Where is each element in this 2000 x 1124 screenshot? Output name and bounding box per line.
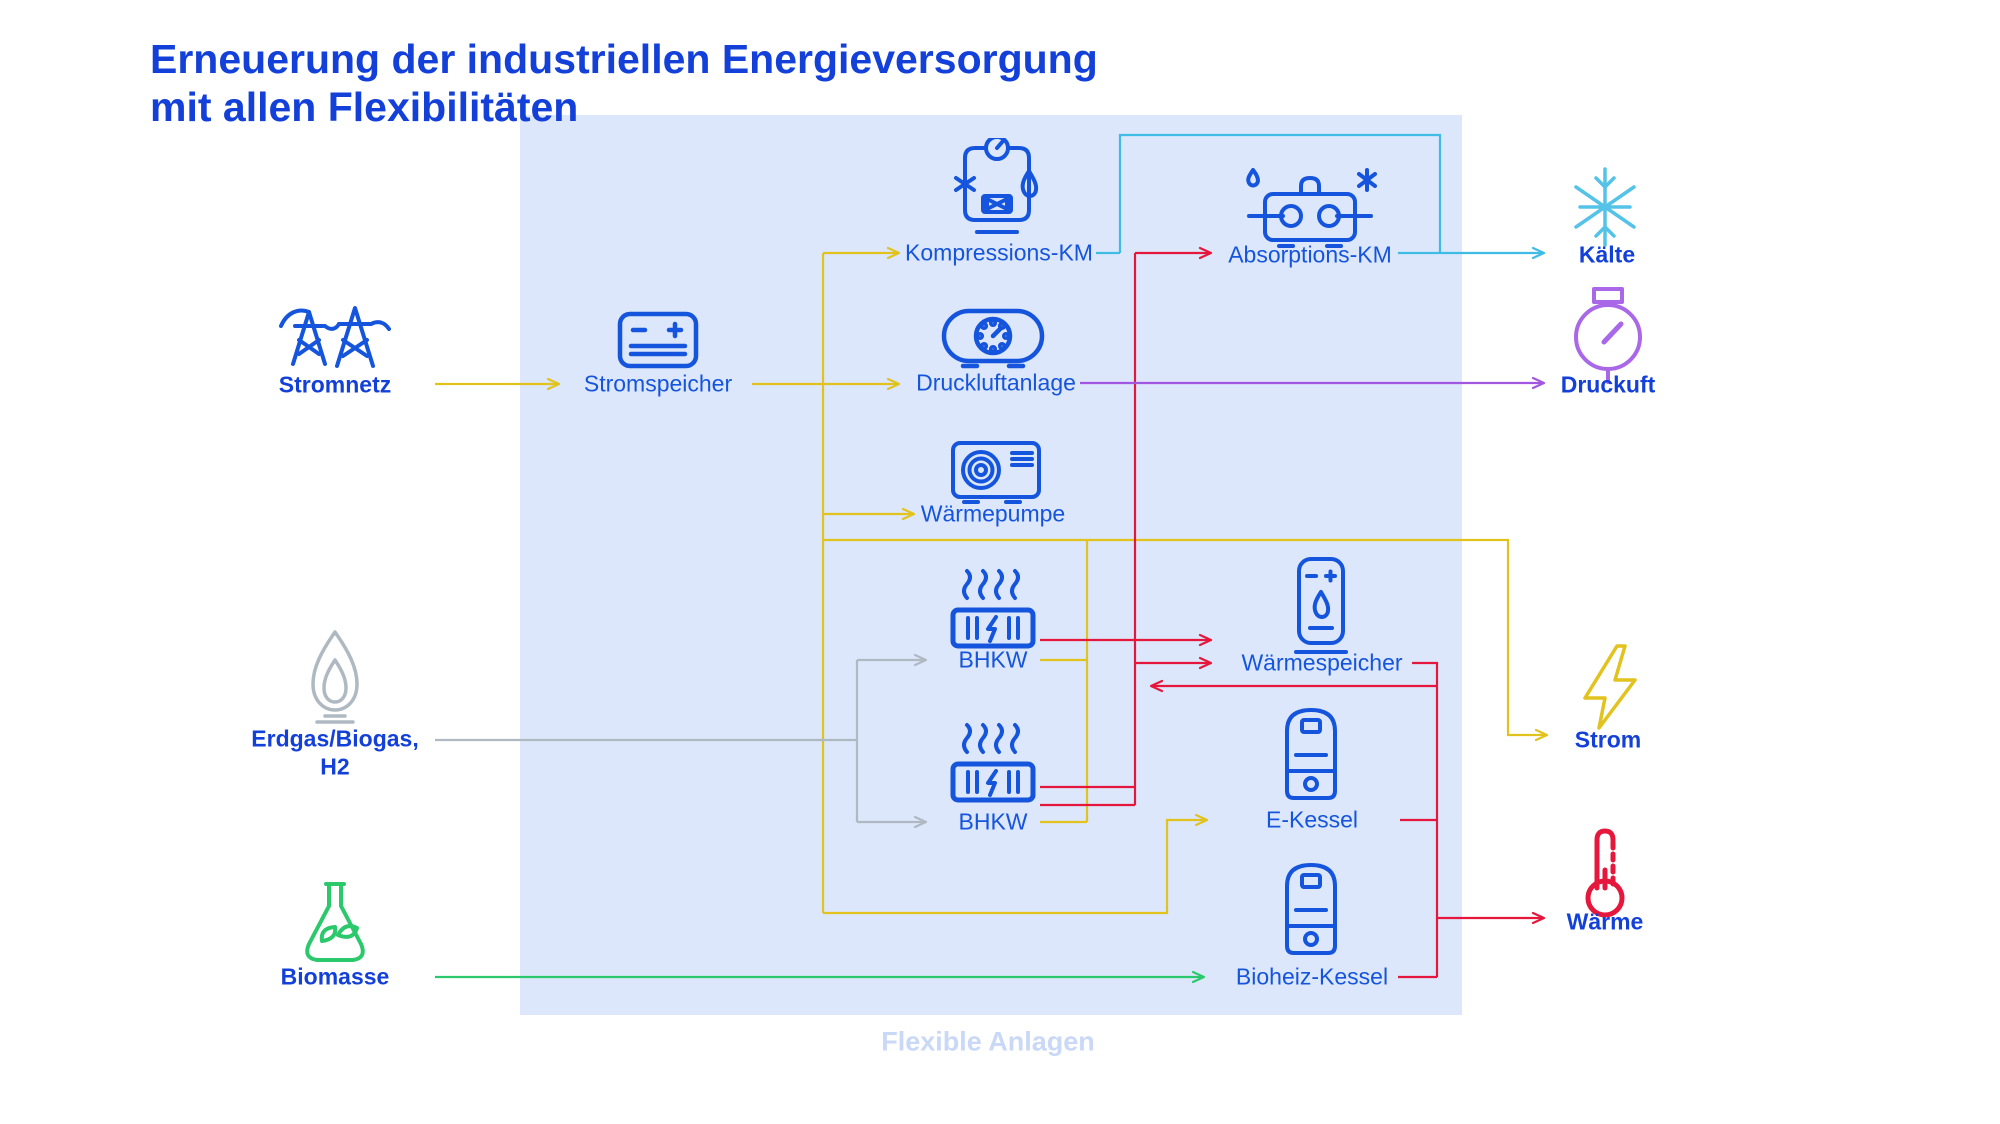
compressed-air-plant-icon — [941, 308, 1045, 369]
heat-storage-icon — [1294, 557, 1348, 654]
chp-unit-icon — [950, 723, 1036, 803]
heat-pump-icon — [951, 441, 1041, 504]
node-label: Druckuft — [1560, 371, 1656, 398]
biomass-flask-icon — [305, 882, 365, 962]
page-title: Erneuerung der industriellen Energievers… — [150, 36, 1098, 132]
pressure-gauge-icon — [1574, 287, 1642, 384]
node-label: Stromnetz — [278, 371, 392, 398]
absorption-chiller-icon — [1246, 168, 1377, 248]
node-label: Stromspeicher — [583, 370, 733, 397]
title-line2: mit allen Flexibilitäten — [150, 83, 579, 130]
battery-storage-icon — [617, 311, 699, 369]
lightning-icon — [1583, 644, 1637, 730]
node-label: Strom — [1574, 726, 1642, 753]
compression-chiller-icon — [954, 138, 1039, 234]
node-label: Erdgas/Biogas, — [251, 725, 419, 752]
snowflake-icon — [1574, 167, 1636, 247]
panel-caption: Flexible Anlagen — [881, 1026, 1095, 1057]
node-label: Biomasse — [280, 963, 390, 990]
node-label: E-Kessel — [1265, 806, 1359, 833]
node-label: Kälte — [1578, 241, 1636, 268]
bio-boiler-icon — [1285, 863, 1337, 955]
node-label: Kompressions-KM — [905, 239, 1093, 266]
gas-flame-icon — [311, 630, 359, 724]
node-label-line2: H2 — [320, 753, 350, 780]
title-line1: Erneuerung der industriellen Energievers… — [150, 36, 1098, 82]
chp-unit-icon — [950, 569, 1036, 649]
electric-boiler-icon — [1285, 708, 1337, 800]
node-label: Bioheiz-Kessel — [1235, 963, 1389, 990]
node-label: Wärmespeicher — [1241, 649, 1403, 676]
transmission-towers-icon — [279, 306, 391, 368]
node-label: Druckluftanlage — [916, 369, 1076, 396]
node-label: Wärme — [1566, 908, 1644, 935]
node-label: BHKW — [958, 808, 1028, 835]
thermometer-icon — [1585, 828, 1625, 918]
node-label: Absorptions-KM — [1228, 241, 1392, 268]
node-label: Wärmepumpe — [920, 500, 1066, 527]
node-label: BHKW — [958, 646, 1028, 673]
